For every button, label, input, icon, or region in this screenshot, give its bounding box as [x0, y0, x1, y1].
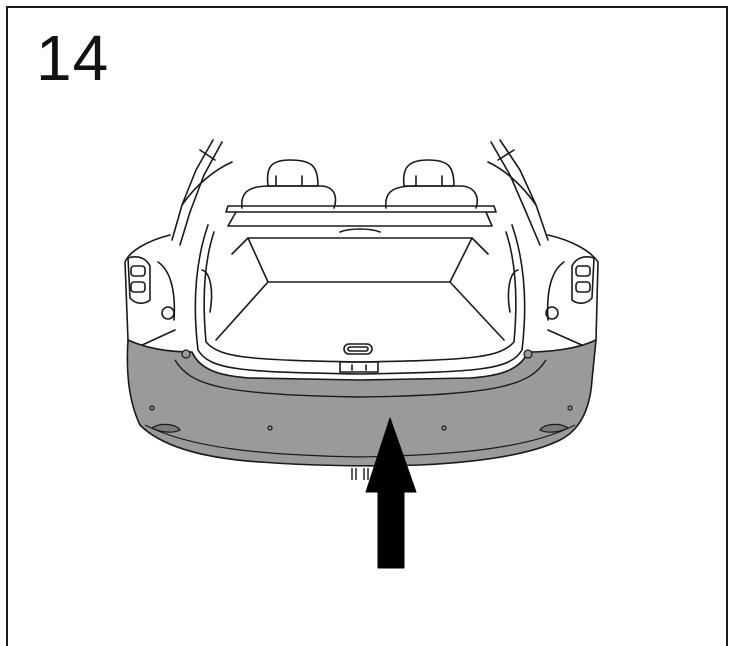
right-hinge [545, 306, 559, 320]
right-tailgate-strut [490, 139, 549, 246]
car-body-outline [124, 161, 599, 347]
left-hinge [161, 306, 175, 320]
tailgate-latch [339, 343, 379, 373]
cargo-floor [201, 237, 519, 341]
rear-bumper-highlight [126, 339, 597, 467]
left-tailgate-strut [171, 139, 223, 246]
arrow-up-icon [365, 417, 417, 569]
instruction-panel [6, 6, 728, 646]
tow-hooks [351, 468, 369, 480]
right-headrest [385, 159, 478, 209]
right-tail-light [546, 256, 595, 321]
step-number: 14 [36, 22, 110, 94]
left-headrest [241, 159, 337, 209]
left-tail-light [127, 256, 176, 321]
parcel-shelf [225, 205, 497, 233]
